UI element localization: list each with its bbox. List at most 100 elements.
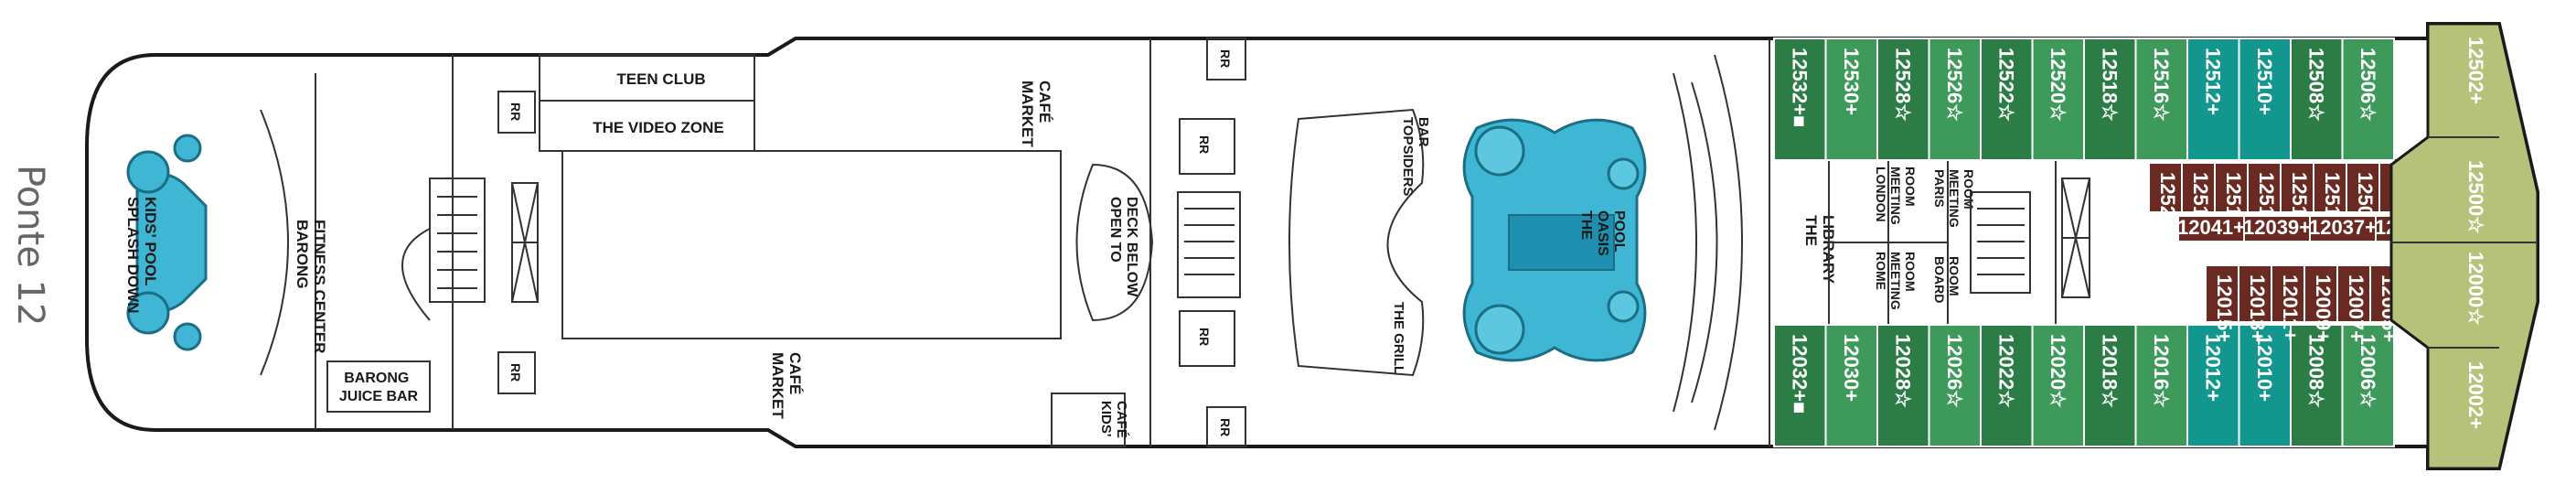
interior-bottom-3[interactable]: 12009+ [2303, 264, 2338, 342]
restroom-mid-lower-label: RR [1197, 328, 1212, 346]
cabin-bottom-11[interactable]: 12006☆ [2341, 324, 2395, 447]
cabin-bottom-2[interactable]: 12028☆ [1876, 324, 1930, 447]
cabin-bottom-label-11: 12006☆ [2357, 334, 2379, 408]
cabin-top-8[interactable]: 12512+ [2186, 38, 2240, 161]
interior-bottom-0[interactable]: 12015+ [2205, 264, 2239, 342]
forward-stair [1970, 191, 2031, 294]
cabin-bottom-label-1: 12030+ [1840, 334, 1863, 402]
cabin-top-10[interactable]: 12508☆ [2290, 38, 2344, 161]
oasis-pool-line3: POOL [1611, 210, 1627, 253]
cabin-bottom-label-5: 12020☆ [2047, 334, 2069, 408]
london-meeting-room-label: LONDON MEETING ROOM [1874, 167, 1918, 229]
cabin-bottom-4[interactable]: 12022☆ [1980, 324, 2034, 447]
topsiders-bar-area [1288, 108, 1425, 377]
restroom-mid-lower [1179, 310, 1235, 367]
restroom-mid-bottom [1206, 406, 1246, 447]
svg-text:SPLASH DOWN KIDS' POOL: SPLASH DOWN KIDS' POOL [124, 197, 159, 317]
deck-title: Ponte 12 [9, 165, 51, 326]
suite-label-3[interactable]: 12002+ [2464, 361, 2487, 429]
suite-label-0[interactable]: 12502+ [2464, 37, 2487, 104]
cabin-bottom-label-9: 12010+ [2253, 334, 2276, 402]
interior-mid-1[interactable]: 12039+ [2243, 215, 2311, 242]
cabin-bottom-7[interactable]: 12016☆ [2134, 324, 2188, 447]
cabin-top-label-10: 12508☆ [2305, 48, 2328, 122]
interior-mid-2[interactable]: 12037+ [2309, 215, 2377, 242]
the-grill-label: THE GRILL [1391, 302, 1406, 374]
cabin-top-label-3: 12526☆ [1943, 48, 1966, 122]
cabin-bottom-9[interactable]: 12010+ [2238, 324, 2292, 447]
interior-cabins-bottom: 12015+12013+12011+12009+12007+12005+ [2205, 264, 2404, 342]
cabin-bottom-1[interactable]: 12030+ [1824, 324, 1878, 447]
fitness-center-label: BARONG FITNESS CENTER [294, 220, 328, 353]
restroom-mid-top [1206, 38, 1246, 81]
cabin-bottom-10[interactable]: 12008☆ [2290, 324, 2344, 447]
splash-down-kids-pool[interactable]: SPLASH DOWN KIDS' POOL [124, 134, 208, 351]
cabin-top-label-4: 12522☆ [1995, 48, 2018, 122]
restroom-mid-bottom-label: RR [1218, 418, 1233, 436]
cabin-top-label-8: 12512+ [2202, 48, 2225, 115]
fitness-wall [260, 109, 289, 376]
cabin-top-label-7: 12516☆ [2150, 48, 2173, 122]
market-cafe-top-label: MARKET CAFÉ [1019, 81, 1053, 151]
cabin-bottom-label-10: 12008☆ [2305, 334, 2328, 408]
cabin-top-4[interactable]: 12522☆ [1980, 38, 2034, 161]
oasis-pool[interactable]: THE OASIS POOL [1462, 118, 1647, 362]
suite-label-1[interactable]: 12500☆ [2464, 160, 2487, 234]
cabin-top-5[interactable]: 12520☆ [2031, 38, 2085, 161]
kids-cafe-label: KIDS' CAFÉ [1098, 401, 1129, 441]
splash-down-line1: SPLASH DOWN [124, 197, 142, 314]
cabin-bottom-5[interactable]: 12020☆ [2031, 324, 2085, 447]
topsiders-bar-label: TOPSIDERS BAR [1400, 117, 1431, 200]
cabin-top-9[interactable]: 12510+ [2238, 38, 2292, 161]
suite-cabins: 12502+ 12500☆ 12000☆ 12002+ [2464, 37, 2487, 429]
interior-top-label-0: 12521+ [2156, 172, 2179, 240]
restroom-aft-bottom [497, 351, 536, 394]
restroom-mid-upper [1179, 118, 1235, 175]
cabin-top-7[interactable]: 12516☆ [2134, 38, 2188, 161]
market-cafe-room [561, 150, 1062, 339]
interior-bottom-4[interactable]: 12007+ [2336, 264, 2371, 342]
kids-cafe-box [1051, 393, 1126, 447]
cabin-bottom-0[interactable]: 12032+■ [1773, 324, 1827, 447]
cabin-top-label-0: 12532+■ [1789, 48, 1812, 127]
interior-mid-label-1: 12039+ [2243, 216, 2311, 239]
mid-stair [1177, 191, 1241, 298]
interior-bottom-label-0: 12015+ [2213, 274, 2236, 342]
cabin-top-2[interactable]: 12528☆ [1876, 38, 1930, 161]
cabin-bottom-label-8: 12012+ [2202, 334, 2225, 402]
suite-label-2[interactable]: 12000☆ [2464, 252, 2487, 326]
interior-bottom-2[interactable]: 12011+ [2271, 264, 2305, 341]
aft-stair [401, 177, 486, 321]
cabin-bottom-label-2: 12028☆ [1892, 334, 1915, 408]
interior-bottom-label-3: 12009+ [2312, 274, 2335, 342]
open-to-deck-label: OPEN TO DECK BELOW [1107, 197, 1139, 297]
interior-top-0[interactable]: 12521+ [2148, 162, 2183, 240]
juice-bar-box [326, 360, 431, 413]
cabin-top-label-2: 12528☆ [1892, 48, 1915, 122]
cabin-top-11[interactable]: 12506☆ [2341, 38, 2395, 161]
open-to-deck-below [1075, 163, 1154, 322]
cabin-bottom-label-0: 12032+■ [1789, 334, 1812, 414]
cabin-top-0[interactable]: 12532+■ [1773, 38, 1827, 161]
teen-club-label: TEEN CLUB [616, 70, 705, 88]
interior-mid-0[interactable]: 12041+ [2177, 215, 2245, 242]
cabin-bottom-6[interactable]: 12018☆ [2083, 324, 2137, 447]
oasis-pool-line2: OASIS [1595, 210, 1610, 256]
cabin-top-1[interactable]: 12530+ [1824, 38, 1878, 161]
restroom-aft-top-label: RR [508, 102, 523, 121]
restroom-aft-top [497, 91, 536, 134]
svg-text:THE OASIS POOL: THE OASIS POOL [1578, 210, 1627, 260]
video-zone-label: THE VIDEO ZONE [593, 119, 724, 136]
interior-mid-label-0: 12041+ [2177, 216, 2245, 239]
oasis-pool-line1: THE [1578, 210, 1594, 240]
cabin-top-3[interactable]: 12526☆ [1928, 38, 1982, 161]
interior-bottom-1[interactable]: 12013+ [2238, 264, 2272, 342]
cabin-top-label-5: 12520☆ [2047, 48, 2069, 122]
cabin-top-label-6: 12518☆ [2099, 48, 2122, 122]
cabin-bottom-3[interactable]: 12026☆ [1928, 324, 1982, 447]
cabin-top-6[interactable]: 12518☆ [2083, 38, 2137, 161]
cabin-top-label-1: 12530+ [1840, 48, 1863, 115]
forward-suite-zone [2389, 22, 2539, 470]
cabin-bottom-8[interactable]: 12012+ [2186, 324, 2240, 447]
interior-bottom-label-2: 12011+ [2279, 274, 2302, 341]
